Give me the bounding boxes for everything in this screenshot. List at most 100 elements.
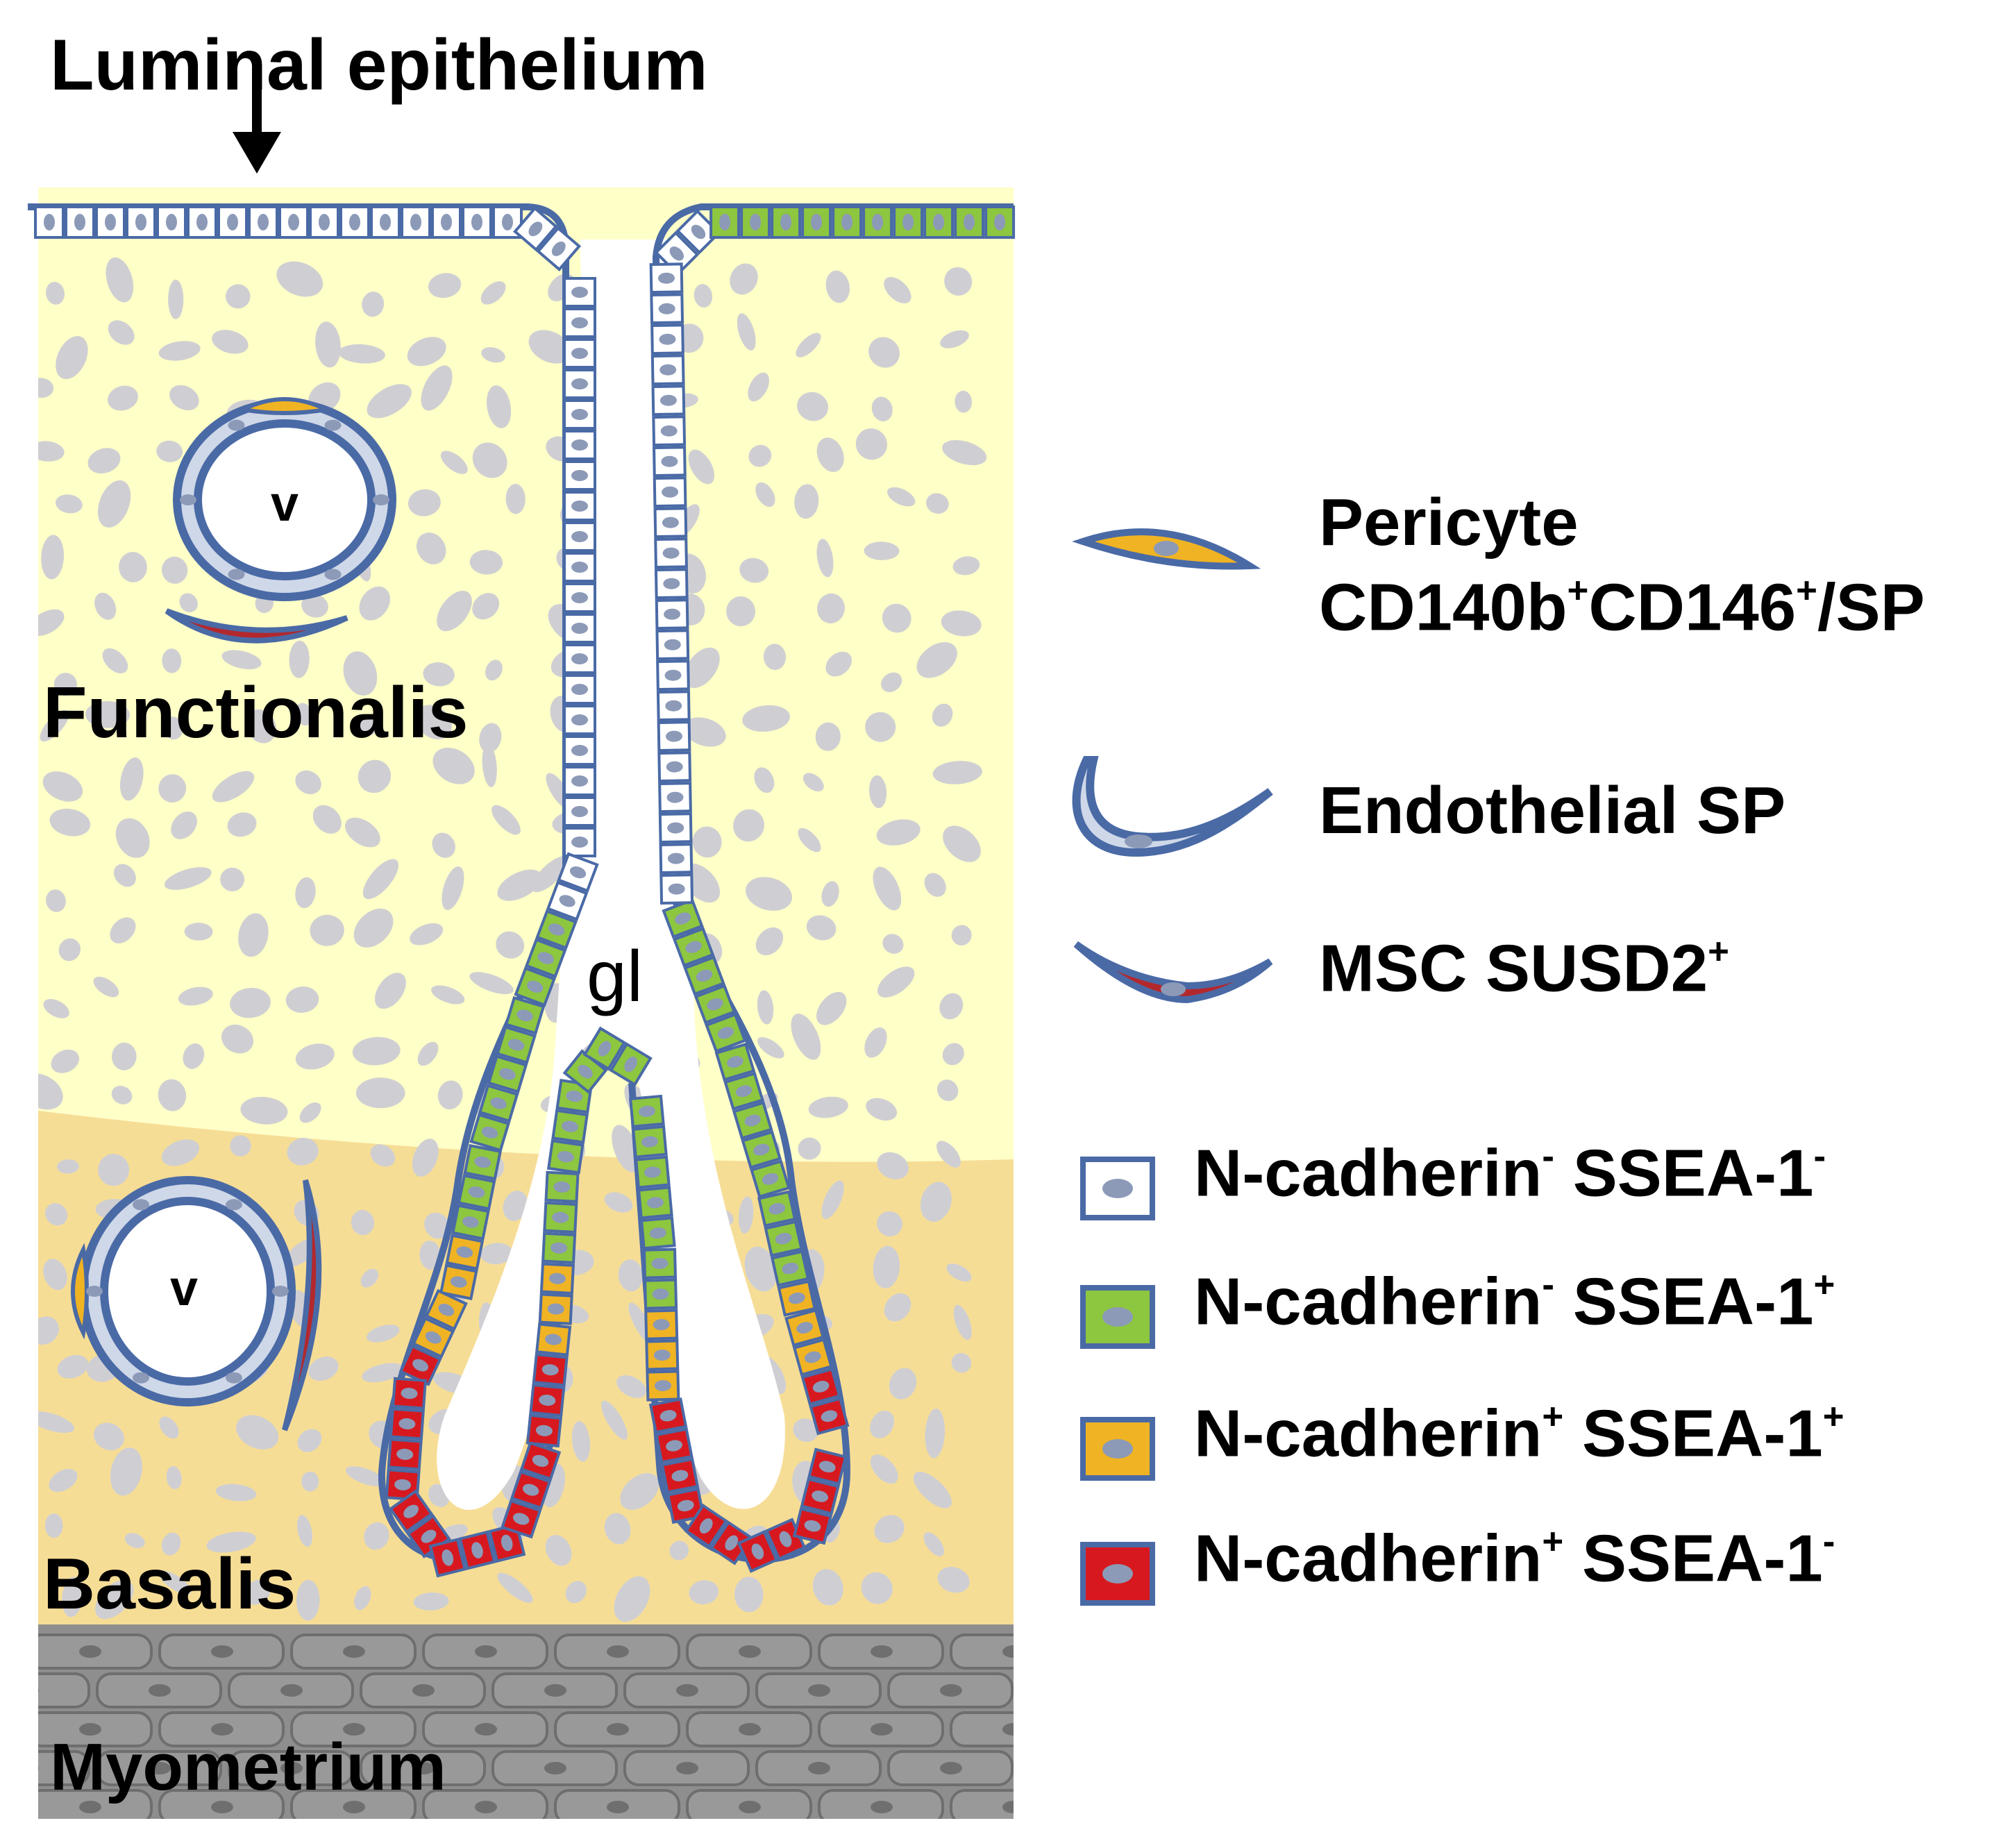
legend-pericyte-sup-b: + — [1796, 570, 1817, 611]
stroma-cell — [481, 347, 505, 363]
epithelial-cell — [646, 1370, 680, 1402]
stroma-cell — [861, 1572, 893, 1604]
epithelial-cell — [655, 629, 690, 661]
stroma-cell — [93, 1422, 124, 1451]
myometrium-nucleus — [38, 1765, 39, 1771]
stroma-cell — [472, 593, 500, 620]
stroma-cell — [56, 494, 83, 514]
epithelial-cell — [750, 1159, 791, 1199]
epithelial-cell — [659, 873, 694, 905]
stroma-cell — [162, 716, 183, 740]
epithelial-cell — [777, 1279, 816, 1317]
stroma-cell — [791, 1014, 821, 1060]
stroma-cell — [505, 483, 526, 514]
stroma-cell — [469, 972, 514, 995]
epithelial-cell — [563, 766, 596, 796]
epithelial-cell — [800, 1367, 841, 1406]
epithelial-cell — [217, 205, 248, 239]
stroma-cell — [206, 1531, 256, 1553]
stroma-cell — [939, 993, 964, 1020]
epithelial-cell — [654, 537, 688, 569]
stroma-cell — [343, 651, 378, 696]
epithelial-cell — [535, 909, 578, 950]
legend-cell-3-a: N-cadherin — [1194, 1396, 1543, 1471]
epithelial-cell — [563, 308, 596, 338]
stroma-cell — [877, 966, 915, 998]
epithelial-cell — [714, 1042, 756, 1082]
stroma-cell — [417, 1041, 439, 1066]
stroma-cell — [111, 1086, 133, 1104]
endothelial-nucleus — [324, 569, 342, 580]
stroma-cell — [236, 1415, 279, 1450]
stroma-cell — [815, 722, 841, 751]
legend-swatch-nucleus — [1102, 1439, 1133, 1459]
stroma-cell — [367, 1325, 400, 1343]
stroma-cell — [865, 712, 896, 742]
epithelial-cell — [546, 1139, 585, 1175]
epithelial-cell — [709, 205, 741, 239]
epithelial-cell — [488, 1522, 526, 1563]
vessel-label-bottom: v — [170, 1261, 199, 1316]
stroma-cell — [604, 1192, 633, 1213]
epithelial-cell — [644, 1278, 678, 1310]
legend-cell-type-2: N-cadherin- SSEA-1+ — [1194, 1266, 1835, 1336]
stroma-cell — [299, 1102, 321, 1123]
stroma-cell — [943, 825, 981, 862]
myometrium-cell — [1020, 1752, 1144, 1785]
myometrium-cell — [38, 1750, 90, 1786]
epithelial-cell — [639, 1216, 676, 1250]
stroma-cell — [882, 934, 904, 954]
stroma-cell — [370, 1144, 396, 1167]
myometrium-nucleus — [739, 1645, 761, 1658]
stroma-cell — [757, 990, 774, 1025]
stroma-cell — [742, 705, 790, 732]
stroma-cell — [571, 1421, 591, 1462]
myometrium-nucleus — [280, 1684, 303, 1697]
epithelial-cell — [451, 1204, 490, 1241]
epithelial-cell — [666, 1487, 705, 1524]
stroma-cell — [480, 281, 506, 305]
myometrium-nucleus — [343, 1801, 365, 1813]
stroma-cell — [355, 1077, 405, 1109]
functionalis-label: Functionalis — [43, 673, 469, 753]
epithelial-cell — [519, 1440, 562, 1481]
epithelial-cell — [737, 1530, 779, 1573]
stroma-cell — [432, 747, 475, 784]
epithelial-cell — [694, 984, 737, 1025]
stroma-cell — [38, 1073, 63, 1110]
stroma-cell — [744, 1246, 777, 1292]
epithelial-cell — [388, 1489, 434, 1534]
stroma-cell — [220, 867, 244, 892]
epithelial-cell — [644, 1309, 679, 1341]
stroma-cell — [942, 1043, 964, 1066]
stroma-cell — [407, 489, 441, 516]
stroma-cell — [158, 774, 187, 803]
stroma-cell — [230, 1135, 251, 1157]
stroma-cell — [669, 1540, 689, 1561]
epithelial-cell — [532, 1352, 569, 1387]
epithelial-cell — [551, 1109, 589, 1144]
stroma-cell — [916, 642, 957, 678]
stroma-cell — [226, 284, 251, 309]
stroma-cell — [485, 660, 503, 681]
epithelial-cell — [792, 1506, 833, 1545]
stroma-cell — [295, 1043, 335, 1070]
legend-pericyte-marker-a: CD140b — [1319, 570, 1567, 645]
epithelial-cell — [650, 324, 684, 355]
epithelial-cell — [563, 582, 596, 613]
stroma-cell — [821, 1180, 844, 1220]
myometrium-nucleus — [808, 1684, 830, 1697]
stroma-cell — [184, 923, 213, 941]
stroma-cell — [359, 586, 390, 621]
stroma-cell — [295, 877, 316, 909]
stroma-cell — [161, 1532, 181, 1556]
myometrium-nucleus — [871, 1723, 893, 1736]
stroma-cell — [889, 1368, 917, 1400]
stroma-cell — [178, 986, 213, 1006]
stroma-cell — [102, 648, 128, 673]
vessel-lumen — [100, 1197, 275, 1386]
legend-cell-type-1: N-cadherin- SSEA-1- — [1194, 1138, 1826, 1207]
stroma-cell — [51, 1049, 80, 1073]
stroma-cell — [106, 257, 134, 303]
stroma-cell — [683, 717, 726, 747]
